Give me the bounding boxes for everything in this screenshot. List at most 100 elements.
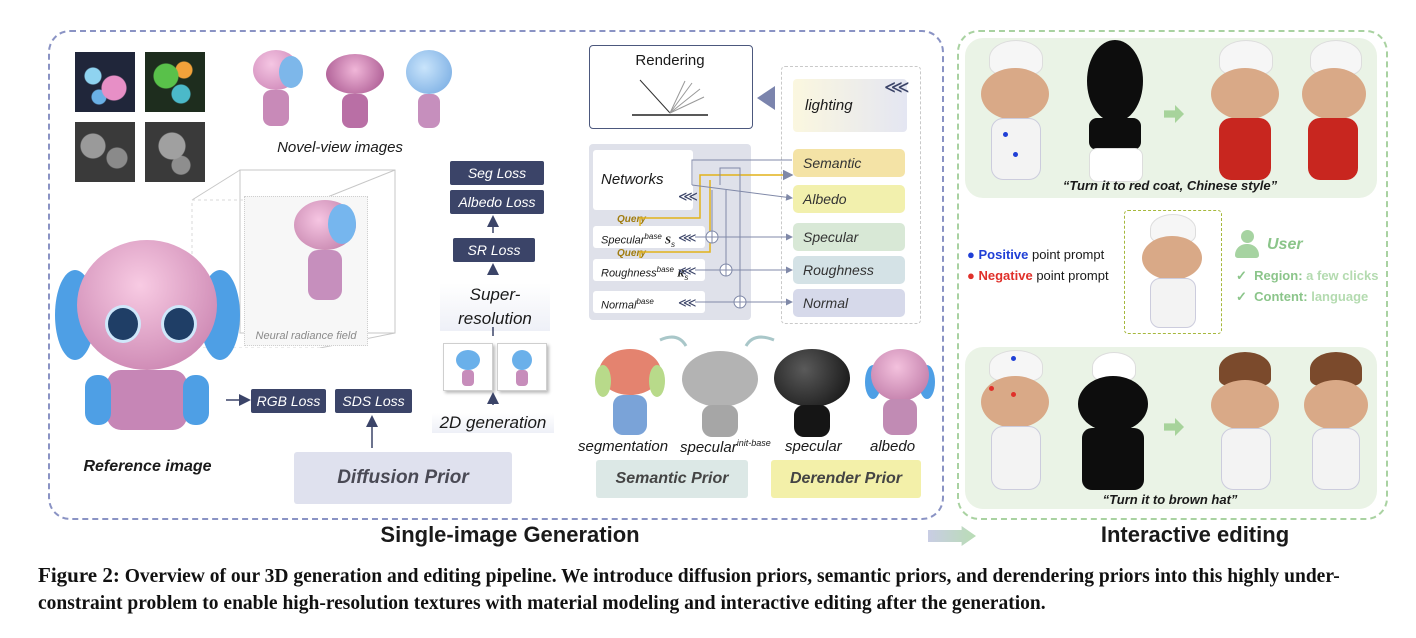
roughness-share-icon: ⋘	[678, 263, 697, 278]
query-label-1: Query	[617, 214, 646, 225]
hamster-edited-top-1	[1205, 40, 1285, 180]
novel-view-robot-2	[322, 50, 388, 130]
texture-map-gray-2	[145, 122, 205, 182]
channel-semantic: Semantic	[793, 149, 905, 177]
roughness-base-row: Roughnessbase Rs	[593, 259, 705, 282]
channel-albedo: Albedo	[793, 185, 905, 213]
specular-base-row: Specularbase Ss	[593, 226, 705, 249]
roughness-base-sup: base	[656, 265, 675, 274]
roughness-base-sub: s	[684, 272, 689, 282]
specular-init-text: specular	[680, 439, 737, 456]
negative-point-prompt: point prompt	[1036, 268, 1109, 283]
semantic-prior-box: Semantic Prior	[596, 460, 748, 498]
channel-roughness: Roughness	[793, 256, 905, 284]
section-arrow	[928, 526, 976, 546]
2d-generation-label: 2D generation	[432, 413, 554, 433]
specular-render	[772, 345, 852, 437]
negative-word: Negative	[978, 268, 1033, 283]
region-line: ✓ Region: a few clicks	[1236, 268, 1378, 284]
material-dashed-panel	[781, 66, 921, 324]
albedo-loss-box: Albedo Loss	[450, 190, 544, 214]
specular-base-label: Specular	[601, 234, 645, 247]
specular-base-sup: base	[644, 232, 662, 241]
generated-view-2	[497, 343, 547, 391]
hamster-edited-bottom-2	[1294, 350, 1374, 490]
positive-point-prompt: point prompt	[1031, 247, 1105, 262]
roughness-base-label: Roughness	[601, 267, 657, 280]
sds-loss-box: SDS Loss	[335, 389, 412, 413]
rendering-label: Rendering	[635, 52, 705, 69]
top-edit-caption: “Turn it to red coat, Chinese style”	[1062, 178, 1278, 193]
hamster-mask-top	[1075, 40, 1155, 182]
novel-view-robot-3	[402, 48, 456, 130]
seg-loss-box: Seg Loss	[450, 161, 544, 185]
negative-prompt-legend: ● Negative point prompt	[967, 268, 1109, 283]
specular-init-render	[680, 345, 760, 437]
query-label-2: Query	[617, 248, 646, 259]
channel-specular: Specular	[793, 223, 905, 251]
hamster-mask-bottom	[1070, 350, 1156, 490]
region-value: a few clicks	[1306, 268, 1379, 283]
content-line: ✓ Content: language	[1236, 289, 1368, 305]
check-icon-region: ✓	[1236, 268, 1247, 283]
diffusion-prior-box: Diffusion Prior	[294, 452, 512, 504]
segmentation-render	[595, 345, 665, 437]
albedo-caption: albedo	[870, 438, 916, 455]
negative-dot-icon: ●	[967, 268, 975, 283]
networks-box: Networks	[593, 150, 693, 210]
single-image-generation-title: Single-image Generation	[380, 522, 640, 547]
content-label: Content:	[1254, 289, 1308, 304]
arrow-left-to-rendering	[757, 86, 775, 110]
network-connections	[639, 159, 794, 309]
texture-map-color-2	[145, 52, 205, 112]
texture-map-gray-1	[75, 122, 135, 182]
super-resolution-label: Super- resolution	[440, 283, 550, 331]
texture-map-color-1	[75, 52, 135, 112]
interactive-editing-panel	[957, 30, 1388, 520]
lighting-share-icon: ⋘	[884, 77, 910, 97]
lighting-box: lighting	[793, 79, 907, 132]
roughness-base-symbol: R	[677, 267, 685, 280]
figure-caption: Figure 2: Overview of our 3D generation …	[38, 562, 1388, 617]
specular-init-sup: init-base	[736, 438, 771, 448]
channel-normal: Normal	[793, 289, 905, 317]
bottom-edit-caption: “Turn it to brown hat”	[1102, 492, 1238, 507]
rgb-loss-box: RGB Loss	[251, 389, 326, 413]
figure-caption-text: Overview of our 3D generation and editin…	[38, 566, 1340, 614]
normal-base-label: Normal	[601, 299, 637, 312]
specular-caption: specular	[785, 438, 842, 455]
specular-share-icon: ⋘	[678, 230, 697, 245]
novel-view-robot-1	[245, 50, 307, 130]
sr-loss-box: SR Loss	[453, 238, 535, 262]
hamster-original-bottom	[975, 350, 1057, 490]
nerf-label: Neural radiance field	[255, 330, 357, 342]
reference-robot	[55, 220, 240, 450]
figure-label: Figure 2:	[38, 563, 120, 587]
novel-view-label: Novel-view images	[277, 139, 403, 156]
render-curve-arrows	[659, 335, 775, 347]
positive-word: Positive	[978, 247, 1029, 262]
input-hamster	[1136, 214, 1208, 328]
check-icon-content: ✓	[1236, 289, 1247, 304]
user-icon	[1233, 230, 1261, 260]
derender-prior-box: Derender Prior	[771, 460, 921, 498]
positive-prompt-legend: ● Positive point prompt	[967, 247, 1104, 262]
hamster-edited-bottom-1	[1205, 350, 1285, 490]
single-image-generation-panel	[48, 30, 944, 520]
normal-base-row: Normalbase	[593, 291, 705, 313]
user-label: User	[1267, 236, 1303, 253]
rendering-rays-icon	[632, 79, 708, 116]
specular-base-symbol: S	[664, 234, 671, 247]
hamster-original-top	[975, 40, 1057, 180]
positive-dot-icon: ●	[967, 247, 975, 262]
albedo-render	[865, 345, 935, 437]
nerf-robot	[290, 200, 360, 310]
generated-view-1	[443, 343, 493, 391]
hamster-edited-top-2	[1292, 40, 1372, 180]
region-label: Region:	[1254, 268, 1303, 283]
specular-base-sub: s	[670, 239, 675, 249]
normal-base-sup: base	[636, 297, 654, 306]
reference-image-label: Reference image	[83, 458, 212, 475]
input-hamster-frame	[1124, 210, 1222, 334]
specular-init-caption: specularinit-base	[680, 438, 771, 456]
